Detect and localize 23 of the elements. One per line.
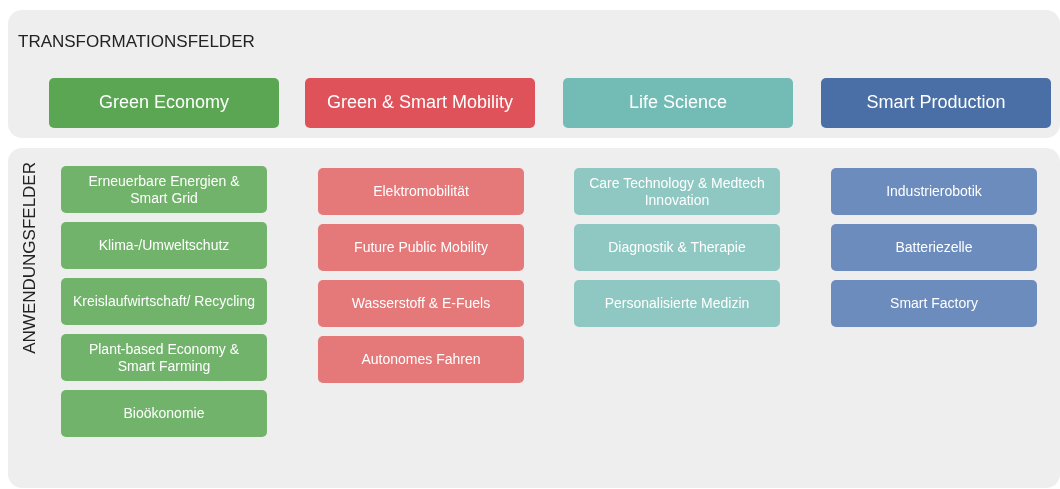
field-box: Batteriezelle [831,224,1037,271]
field-box: Bioökonomie [61,390,267,437]
panel-background [8,148,1060,488]
field-box: Plant-based Economy & Smart Farming [61,334,267,381]
panel-heading: ANWENDUNGSFELDER [20,162,40,354]
field-box: Smart Factory [831,280,1037,327]
category-header-box: Smart Production [821,78,1051,128]
panel-background [8,10,1060,138]
field-box: Kreislaufwirtschaft/ Recycling [61,278,267,325]
category-header-box: Life Science [563,78,793,128]
field-box: Personalisierte Medizin [574,280,780,327]
field-box: Erneuerbare Energien & Smart Grid [61,166,267,213]
field-box: Elektromobilität [318,168,524,215]
panel-heading: TRANSFORMATIONSFELDER [18,32,255,52]
category-header-box: Green Economy [49,78,279,128]
field-box: Klima-/Umweltschutz [61,222,267,269]
field-box: Diagnostik & Therapie [574,224,780,271]
field-box: Industrierobotik [831,168,1037,215]
category-header-box: Green & Smart Mobility [305,78,535,128]
field-box: Wasserstoff & E-Fuels [318,280,524,327]
field-box: Autonomes Fahren [318,336,524,383]
field-box: Care Technology & Medtech Innovation [574,168,780,215]
field-box: Future Public Mobility [318,224,524,271]
